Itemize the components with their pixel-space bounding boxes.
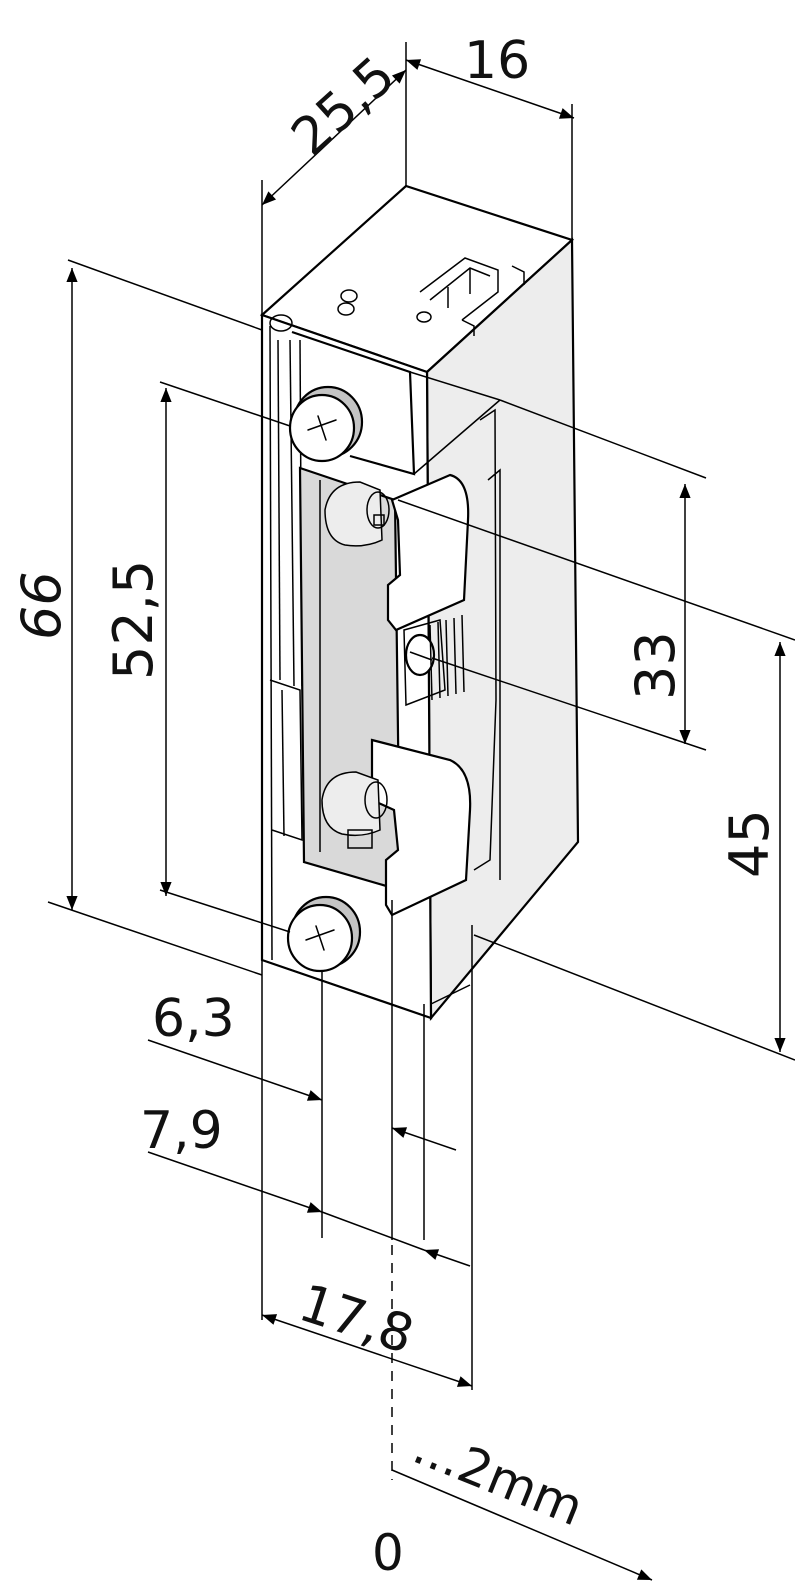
top-slot (269, 314, 293, 332)
upper-roller (324, 481, 383, 547)
inner-box-edge (291, 330, 416, 476)
label-6-3: 6,3 (152, 989, 235, 1049)
lower-screw (286, 895, 362, 973)
right-side-face (425, 237, 580, 1022)
label-zero: 0 (372, 1524, 404, 1582)
ribbing (429, 614, 465, 701)
door-strike-body (259, 184, 580, 1022)
label-45: 45 (718, 809, 781, 878)
label-33: 33 (624, 631, 687, 700)
upper-screw (288, 385, 364, 463)
label-17-8: 17,8 (292, 1273, 421, 1366)
lower-roller (321, 771, 381, 837)
top-hole-b (337, 302, 355, 316)
top-bracket (419, 257, 499, 321)
label-16: 16 (464, 31, 530, 91)
dim-line-7-9 (423, 1249, 471, 1267)
label-52-5: 52,5 (102, 560, 165, 680)
dim-line-6-3 (391, 1127, 457, 1151)
lower-latch-shoe (370, 738, 472, 917)
dim-line-17-8 (261, 1314, 473, 1387)
top-hole-a (340, 289, 358, 303)
upper-latch-shoe (386, 473, 470, 632)
dimension-lines (47, 42, 795, 1581)
label-66: 66 (10, 571, 73, 640)
label-7-9: 7,9 (140, 1101, 223, 1161)
dim-line-latch-adjust (391, 1469, 653, 1581)
dim-line-16 (405, 59, 575, 119)
top-hole-c (416, 311, 432, 323)
dim-line-25-5 (261, 69, 407, 206)
label-latch-adjust: ...2mm (406, 1417, 592, 1537)
label-25-5: 25,5 (281, 46, 407, 168)
